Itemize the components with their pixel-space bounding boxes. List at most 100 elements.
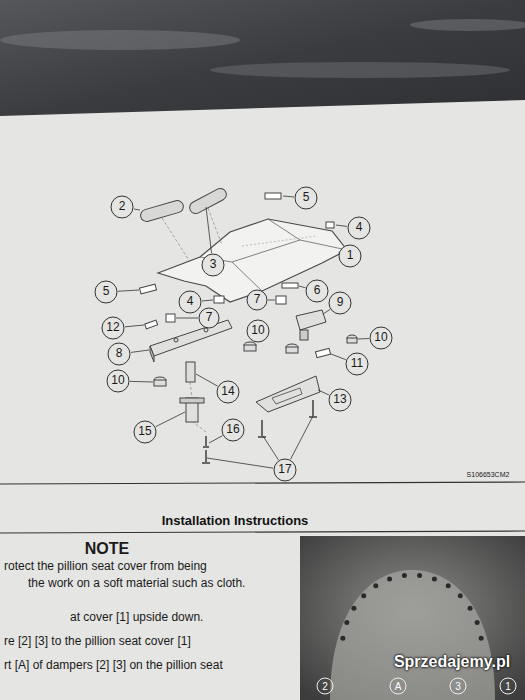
pad — [214, 296, 224, 303]
callout-number: 4 — [187, 295, 194, 308]
damper — [139, 199, 185, 223]
rule-line — [0, 482, 525, 484]
seat-underside — [330, 570, 495, 700]
screw-hole — [432, 576, 437, 581]
bag-background — [0, 0, 525, 120]
callout-number: 2 — [119, 200, 126, 213]
callout-number: 10 — [111, 374, 124, 387]
callout-number: 10 — [374, 331, 387, 344]
pad — [145, 320, 158, 329]
callout-number: 14 — [221, 385, 234, 398]
callout-ring — [247, 320, 269, 342]
callout-ring — [348, 217, 370, 239]
screw — [203, 446, 209, 447]
callout-number: 3 — [210, 258, 217, 271]
callout-number: 5 — [303, 191, 310, 204]
screw — [202, 400, 317, 463]
callout-ring — [370, 327, 392, 349]
leader-line — [318, 390, 329, 395]
reflection — [410, 19, 525, 31]
pad — [265, 193, 281, 199]
callout-ring — [202, 254, 224, 276]
reflection — [210, 62, 510, 78]
callout-ring — [107, 370, 129, 392]
rubber-damper — [286, 347, 298, 353]
seat-cover-edge — [242, 236, 316, 246]
callout-number: 10 — [251, 324, 264, 337]
pad — [326, 222, 334, 228]
mounting-plate — [256, 376, 320, 412]
bracket — [296, 310, 326, 330]
screw-hole — [351, 606, 356, 611]
note-heading: NOTE — [85, 540, 129, 558]
callout-number: 7 — [206, 311, 213, 324]
assembly-axis — [162, 218, 190, 262]
rubber-damper — [154, 335, 357, 386]
leader-line — [299, 286, 305, 288]
instruction-line: at cover [1] upside down. — [70, 611, 203, 624]
callout-ring — [317, 678, 333, 694]
rule-line — [0, 531, 525, 533]
leader-line — [323, 310, 330, 314]
rubber-damper — [244, 345, 256, 351]
screw-hole — [387, 576, 392, 581]
callout-ring — [346, 353, 368, 375]
callout-ring — [217, 381, 239, 403]
callout-ring — [247, 290, 267, 310]
callout-number: 17 — [278, 463, 291, 476]
screw-hole — [446, 583, 451, 588]
callout-ring — [339, 245, 361, 267]
inset-photo — [300, 536, 525, 700]
drawing-code: S106653CM2 — [467, 471, 510, 479]
seat-cover — [158, 219, 347, 302]
pad — [282, 283, 298, 288]
screw — [205, 450, 206, 462]
callout-ring — [306, 280, 328, 302]
damper — [188, 186, 229, 215]
callout-number: 16 — [226, 423, 239, 436]
leader-lines — [118, 196, 369, 468]
bracket — [150, 346, 154, 362]
pad — [139, 284, 156, 294]
clip — [186, 362, 195, 382]
leader-line — [156, 412, 185, 427]
bracket-tab — [300, 330, 308, 340]
section-heading: Installation Instructions — [162, 514, 309, 528]
pad — [166, 314, 175, 322]
assembly-axis — [190, 382, 192, 398]
instruction-line: re [2] [3] to the pillion seat cover [1] — [4, 635, 191, 648]
callout-ring — [111, 196, 133, 218]
watermark: Sprzedajemy.pl — [394, 653, 510, 671]
screw — [261, 420, 262, 436]
leader-line — [196, 374, 218, 386]
instruction-line: rt [A] of dampers [2] [3] on the pillion… — [4, 659, 223, 672]
callout-number: A — [395, 681, 402, 692]
screw — [205, 436, 206, 446]
instruction-line: rotect the pillion seat cover from being — [4, 560, 207, 573]
callout-ring — [450, 678, 466, 694]
seat-cover-edge — [200, 219, 347, 291]
screw — [312, 400, 313, 416]
callout-number: 13 — [333, 393, 346, 406]
leader-line — [283, 196, 294, 198]
leader-line — [125, 325, 144, 327]
leader-line — [263, 436, 278, 460]
callout-number: 6 — [314, 284, 321, 297]
callout-ring — [274, 459, 296, 481]
callout-ring — [199, 308, 219, 328]
leader-line — [176, 318, 198, 319]
leader-line — [118, 290, 139, 291]
callout-number: 1 — [505, 681, 511, 692]
callout-ring — [179, 291, 201, 313]
leader-line — [251, 340, 252, 341]
callout-number: 8 — [116, 347, 123, 360]
callout-number: 9 — [337, 296, 344, 309]
hole — [204, 328, 208, 332]
callout-ring — [329, 292, 351, 314]
screw-hole — [458, 593, 463, 598]
pad — [315, 348, 330, 357]
callout-ring — [500, 678, 516, 694]
callout-number: 15 — [138, 425, 151, 438]
instruction-line: the work on a soft material such as clot… — [28, 577, 245, 590]
